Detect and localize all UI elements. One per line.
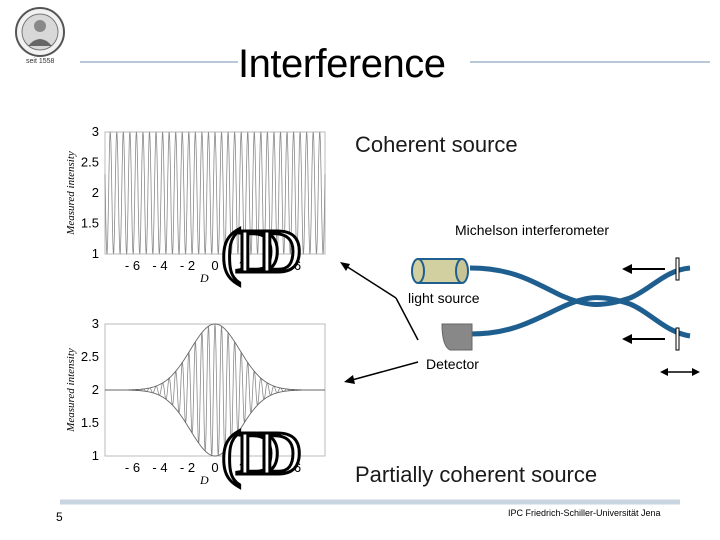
footer-text: IPC Friedrich-Schiller-Universität Jena — [508, 508, 661, 518]
envelope-line — [105, 323, 325, 391]
michelson-label: Michelson interferometer — [455, 222, 610, 238]
paren-icon: ( — [221, 420, 242, 488]
x-tick-label: 6 — [294, 258, 301, 273]
arrow-upper-head — [622, 264, 632, 274]
light-source-icon — [411, 258, 469, 284]
x-tick-label: 4 — [266, 460, 273, 475]
delta-symbol-icon: D — [235, 218, 280, 286]
x-tick-label: - 6 — [125, 258, 140, 273]
y-tick-label: 1.5 — [81, 415, 99, 430]
slide-title: Interference — [238, 42, 446, 86]
x-axis-label: D — [199, 271, 209, 285]
mirror-lower — [675, 327, 680, 351]
coherent-fringe-chart: 1 1.5 2 2.5 3 - 6 - 4 - 2 0 2 4 6 Measured intensity… — [65, 124, 326, 288]
partially-coherent-label: Partially coherent source — [355, 462, 598, 487]
fiber-upper — [469, 265, 691, 307]
michelson-diagram — [340, 257, 700, 384]
x-tick-label: 2 — [239, 258, 246, 273]
page-number: 5 — [56, 510, 63, 524]
pointer-joint — [395, 297, 419, 341]
x-tick-label: 2 — [239, 460, 246, 475]
y-tick-label: 2.5 — [81, 155, 99, 170]
arrow-lower-head — [622, 334, 632, 344]
x-tick-label: - 6 — [125, 460, 140, 475]
y-tick-label: 3 — [92, 124, 99, 139]
fiber-lower — [469, 295, 691, 339]
y-tick-label: 3 — [92, 316, 99, 331]
x-tick-label: 6 — [294, 460, 301, 475]
y-tick-label: 2.5 — [81, 349, 99, 364]
y-axis-label: Measured intensity — [65, 151, 77, 236]
y-tick-label: 2 — [92, 185, 99, 200]
y-tick-label: 1 — [92, 448, 99, 463]
x-tick-label: - 2 — [180, 460, 195, 475]
x-tick-label: 0 — [211, 460, 218, 475]
detector-icon — [441, 323, 473, 351]
university-seal-logo — [15, 7, 65, 57]
x-tick-label: 4 — [266, 258, 273, 273]
x-tick-label: - 4 — [152, 258, 167, 273]
delta-symbol-icon: D — [257, 420, 302, 488]
y-tick-label: 1.5 — [81, 216, 99, 231]
x-tick-label: - 4 — [152, 460, 167, 475]
y-axis-label: Measured intensity — [65, 348, 77, 433]
envelope-line — [105, 389, 325, 457]
y-tick-label: 2 — [92, 382, 99, 397]
x-tick-label: 0 — [211, 258, 218, 273]
mirror-upper — [675, 257, 680, 281]
y-tick-label: 1 — [92, 246, 99, 261]
light-source-label: light source — [408, 290, 480, 306]
fringe-series — [104, 131, 326, 256]
delta-symbol-icon: D — [257, 218, 302, 286]
x-tick-label: - 2 — [180, 258, 195, 273]
partial-fringe-chart: 1 1.5 2 2.5 3 - 6 - 4 - 2 0 2 4 6 Measured intensity… — [65, 316, 326, 490]
coherent-source-label: Coherent source — [355, 132, 518, 157]
paren-icon: ( — [221, 218, 242, 286]
seal-caption: seit 1558 — [26, 58, 55, 65]
pointer-to-top-chart — [345, 265, 397, 299]
detector-label: Detector — [426, 356, 479, 372]
pointer-to-bottom-chart — [351, 361, 419, 381]
delta-symbol-icon: D — [235, 420, 280, 488]
x-axis-label: D — [199, 473, 209, 487]
